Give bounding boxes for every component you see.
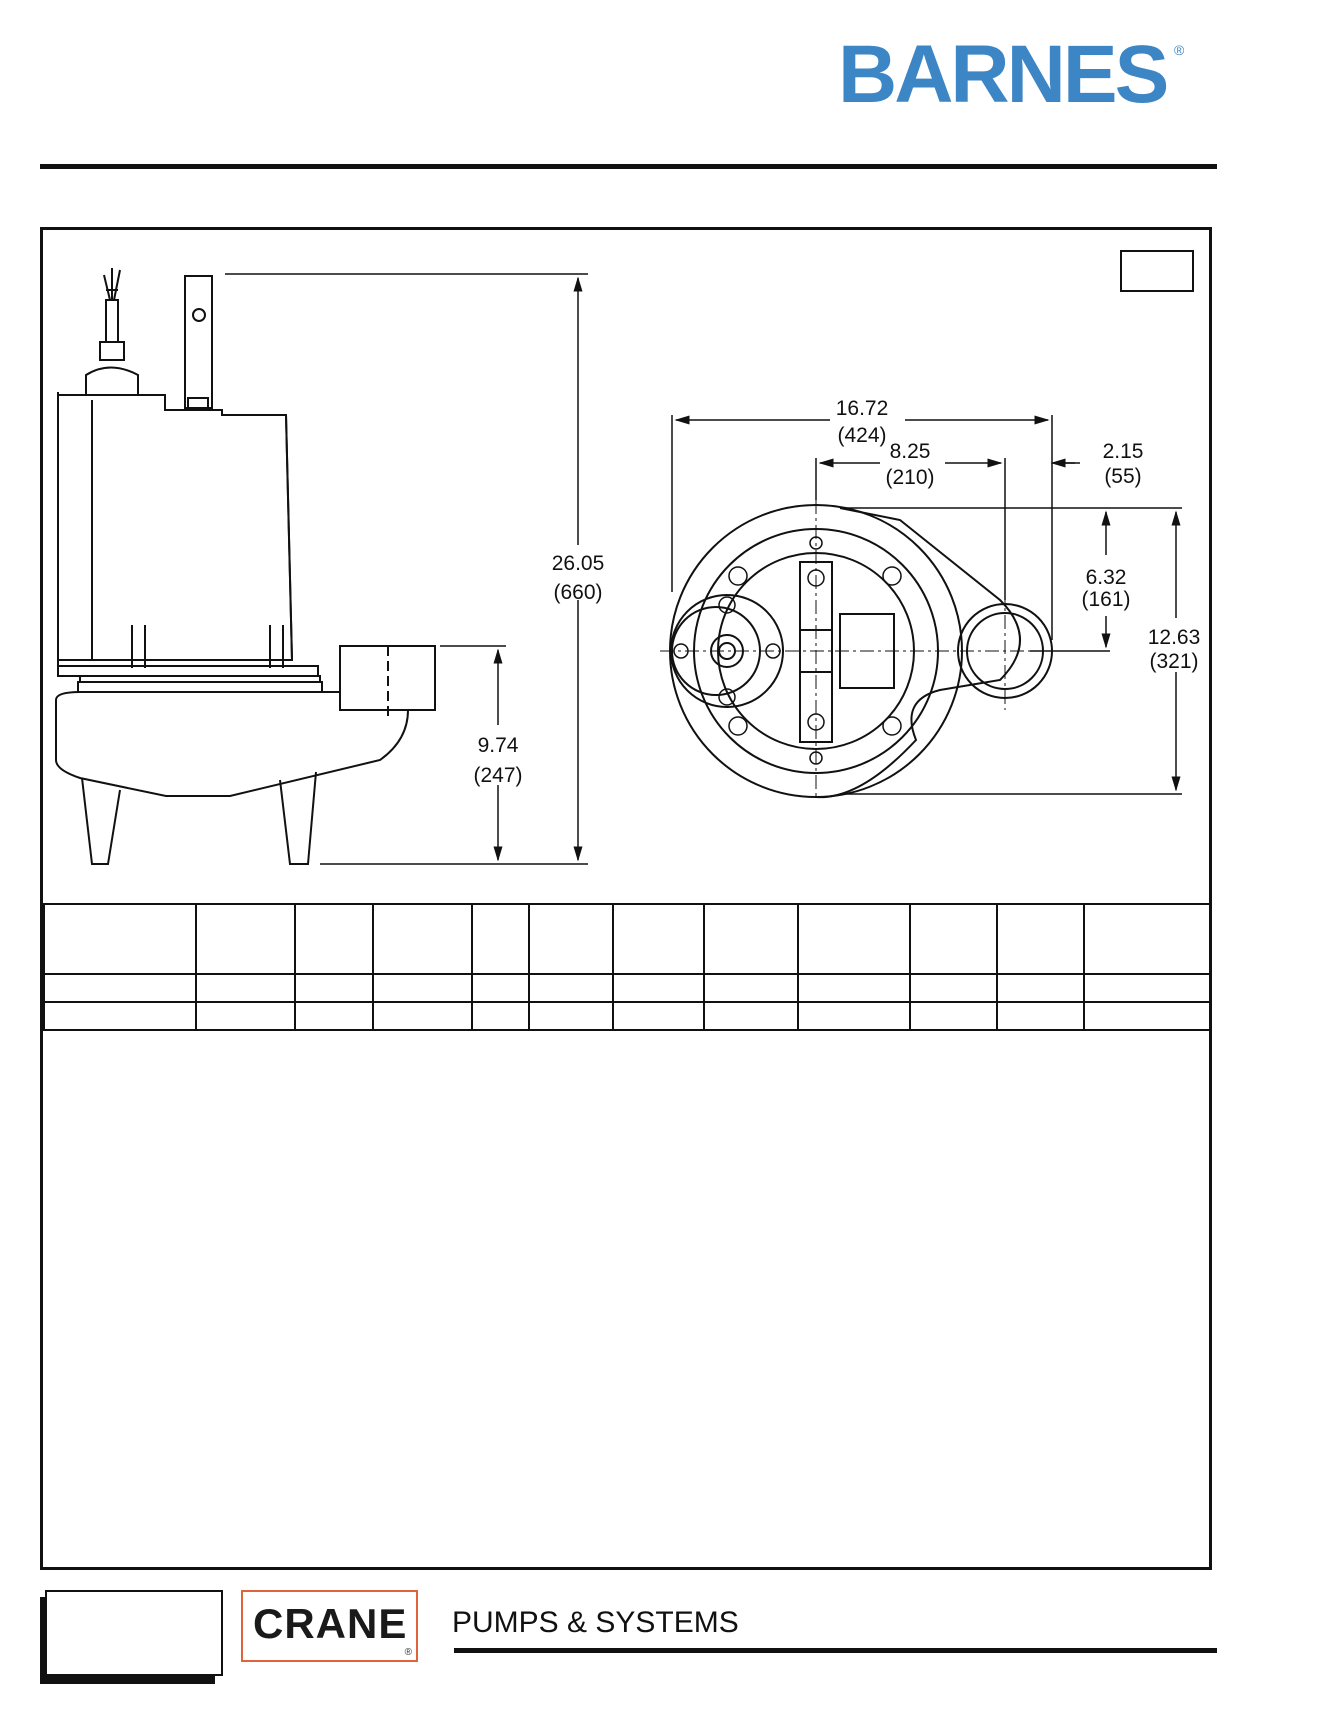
barnes-logo-text: BARNES bbox=[838, 29, 1169, 120]
discharge-offset-in: 2.15 bbox=[1103, 440, 1144, 463]
footer-tagline: PUMPS & SYSTEMS bbox=[452, 1606, 739, 1639]
discharge-center-height-in: 6.32 bbox=[1086, 566, 1127, 589]
table-row bbox=[43, 1001, 1211, 1031]
revision-box bbox=[1120, 250, 1194, 292]
side-view-pump bbox=[55, 268, 436, 865]
center-to-discharge-mm: (210) bbox=[885, 466, 934, 489]
top-view-dimensions bbox=[671, 415, 1182, 795]
overall-height-in: 26.05 bbox=[552, 552, 605, 575]
crane-logo: CRANE ® bbox=[241, 1590, 418, 1662]
overall-depth-mm: (321) bbox=[1149, 650, 1198, 673]
discharge-height-mm: (247) bbox=[473, 764, 522, 787]
header-rule bbox=[40, 164, 1217, 169]
center-to-discharge-in: 8.25 bbox=[890, 440, 931, 463]
discharge-height-in: 9.74 bbox=[478, 734, 519, 757]
crane-logo-text: CRANE bbox=[253, 1600, 408, 1647]
overall-width-in: 16.72 bbox=[836, 397, 889, 420]
barnes-logo: BARNES® bbox=[838, 28, 1184, 122]
crane-registered-mark: ® bbox=[404, 1647, 412, 1658]
overall-depth-in: 12.63 bbox=[1148, 626, 1201, 649]
top-view-centerlines bbox=[660, 500, 1070, 800]
spec-table bbox=[43, 903, 1211, 1031]
drawing-frame bbox=[40, 227, 1212, 1570]
spec-table-header-row bbox=[43, 903, 1211, 975]
table-row bbox=[43, 973, 1211, 1003]
side-view-dimensions bbox=[225, 273, 588, 865]
footer-rule bbox=[454, 1648, 1217, 1653]
overall-height-mm: (660) bbox=[553, 581, 602, 604]
overall-width-mm: (424) bbox=[837, 424, 886, 447]
discharge-offset-mm: (55) bbox=[1104, 465, 1141, 488]
barnes-registered-mark: ® bbox=[1173, 42, 1185, 58]
footer-box bbox=[45, 1590, 223, 1676]
discharge-center-height-mm: (161) bbox=[1081, 588, 1130, 611]
